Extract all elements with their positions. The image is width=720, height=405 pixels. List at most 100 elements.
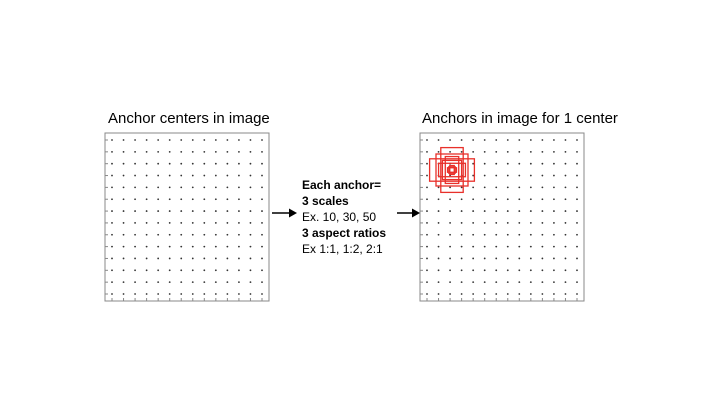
anchor-center-dot: [238, 233, 240, 236]
anchor-center-dot: [564, 210, 567, 212]
anchor-center-dot: [553, 174, 555, 177]
anchor-center-dot: [168, 198, 171, 201]
anchor-center-dot: [203, 162, 206, 165]
anchor-center-dot: [426, 269, 428, 272]
anchor-center-dot: [249, 233, 252, 236]
anchor-center-dot: [518, 269, 521, 272]
anchor-center-dot: [180, 269, 183, 272]
anchor-center-dot: [134, 198, 136, 201]
anchor-center-dot: [553, 186, 555, 189]
anchor-center-dot: [203, 186, 206, 189]
anchor-center-dot: [191, 139, 194, 141]
anchor-center-dot: [576, 269, 578, 272]
anchor-center-dot: [449, 245, 451, 248]
anchor-center-dot: [238, 139, 240, 141]
anchor-center-dot: [191, 222, 194, 224]
anchor-center-dot: [226, 162, 229, 165]
anchor-center-dot: [460, 210, 463, 212]
anchor-center-dot: [483, 269, 486, 272]
anchor-center-dot: [111, 198, 113, 201]
anchor-center-dot: [180, 186, 183, 189]
anchor-center-dot: [460, 222, 463, 224]
anchor-center-dot: [238, 281, 240, 284]
anchor-center-dot: [214, 281, 217, 284]
right-arrow-icon: [397, 208, 420, 218]
anchor-center-dot: [576, 233, 578, 236]
anchor-center-dot: [238, 174, 240, 177]
anchor-center-dot: [203, 150, 206, 153]
anchor-center-dot: [157, 210, 160, 212]
anchor-center-dot: [472, 233, 475, 236]
anchor-center-dot: [472, 210, 475, 212]
anchor-center-dot: [460, 139, 463, 141]
anchor-center-dot: [122, 257, 125, 260]
anchor-center-dot: [437, 150, 440, 153]
anchor-box: [441, 159, 463, 181]
anchor-center-dot: [460, 293, 463, 295]
anchor-center-dot: [261, 186, 263, 189]
anchor-center-dot: [553, 245, 555, 248]
anchor-center-dot: [495, 257, 498, 260]
anchor-center-dot: [495, 245, 498, 248]
anchor-center-dot: [134, 269, 136, 272]
anchor-center-dot: [483, 222, 486, 224]
anchor-center-dot: [122, 293, 125, 295]
anchor-center-dot: [576, 198, 578, 201]
anchor-center-dot: [191, 198, 194, 201]
anchor-center-dot: [122, 245, 125, 248]
anchor-center-dot: [541, 210, 544, 212]
anchor-center-dot: [564, 186, 567, 189]
anchor-center-dot: [437, 293, 440, 295]
anchor-center-dot: [460, 186, 463, 189]
anchor-center-dot: [506, 150, 509, 153]
anchor-center-dot: [541, 174, 544, 177]
anchor-center-dot: [437, 281, 440, 284]
anchor-center-dot: [134, 162, 136, 165]
anchor-center-dot: [214, 210, 217, 212]
anchor-center-dot: [180, 198, 183, 201]
anchor-center-dot: [111, 139, 113, 141]
anchor-center-dot: [145, 245, 148, 248]
anchor-center-dot: [191, 233, 194, 236]
anchor-center-dot: [529, 186, 532, 189]
anchor-center-dot: [134, 257, 136, 260]
anchor-center-dot: [518, 198, 521, 201]
anchor-center-dot: [518, 293, 521, 295]
anchor-center-dot: [145, 293, 148, 295]
anchor-center-dot: [495, 269, 498, 272]
anchor-center-dot: [249, 222, 252, 224]
anchor-description: Each anchor= 3 scales Ex. 10, 30, 50 3 a…: [302, 177, 386, 257]
anchor-center-dot: [426, 233, 428, 236]
anchor-center-dot: [541, 186, 544, 189]
anchor-center-dot: [145, 281, 148, 284]
anchor-center-dot: [576, 174, 578, 177]
anchor-center-dot: [426, 245, 428, 248]
anchor-center-dot: [134, 245, 136, 248]
anchor-center-dot: [460, 233, 463, 236]
anchor-center-dot: [157, 174, 160, 177]
anchor-center-dot: [261, 245, 263, 248]
anchor-center-dot: [541, 233, 544, 236]
anchor-center-dot: [111, 245, 113, 248]
anchor-center-dot: [261, 257, 263, 260]
anchor-center-dot: [541, 281, 544, 284]
anchor-center-dot: [145, 150, 148, 153]
anchor-center-dot: [564, 222, 567, 224]
anchor-center-dot: [157, 281, 160, 284]
anchor-center-dot: [460, 269, 463, 272]
anchor-center-dot: [483, 139, 486, 141]
anchor-center-dot: [506, 198, 509, 201]
anchor-center-dot: [564, 233, 567, 236]
anchor-center-dot: [191, 150, 194, 153]
anchor-box: [446, 167, 458, 173]
anchor-center-dot: [449, 210, 451, 212]
anchor-center-dot: [122, 150, 125, 153]
anchor-center-dot: [157, 293, 160, 295]
anchor-center-dot: [529, 257, 532, 260]
anchor-center-dot: [111, 186, 113, 189]
anchor-center-dot: [506, 222, 509, 224]
anchor-center-dot: [145, 257, 148, 260]
anchor-center-dot: [122, 139, 125, 141]
anchor-center-dot: [506, 162, 509, 165]
anchor-center-dot: [518, 222, 521, 224]
